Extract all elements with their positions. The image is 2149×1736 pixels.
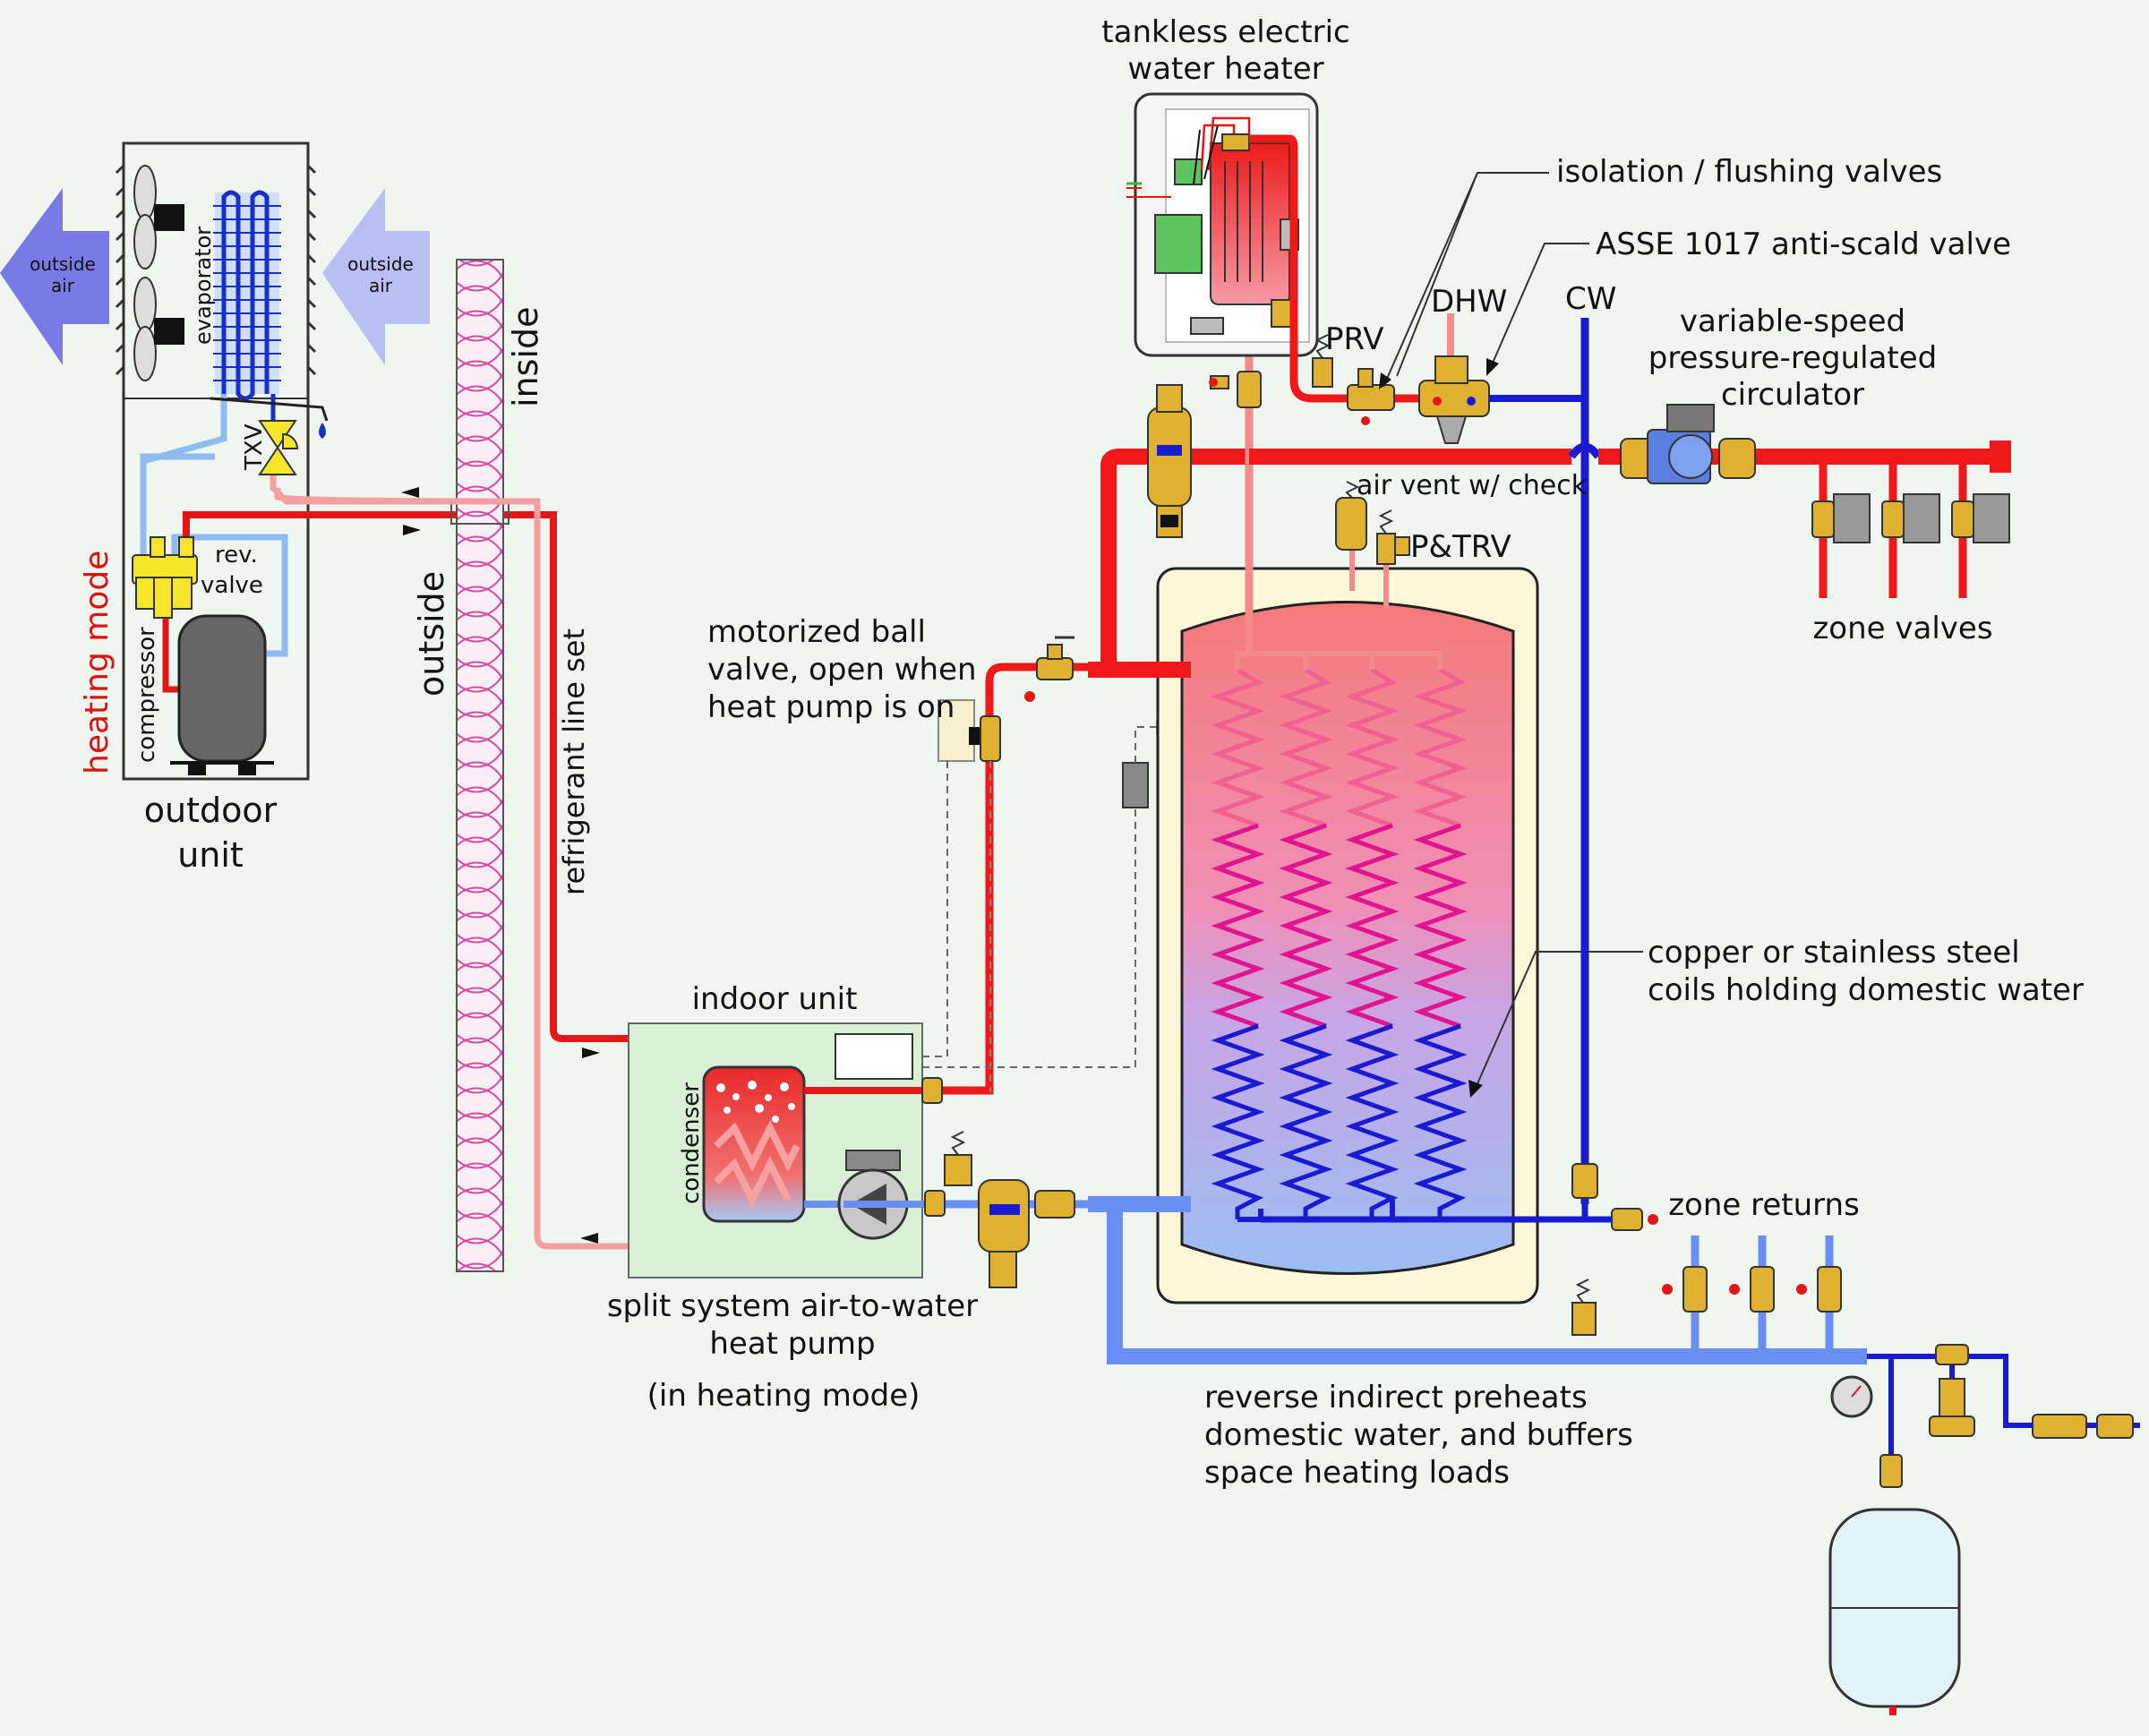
outdoor-unit-label-line1: outdoor [144, 791, 278, 830]
outside-air-in-label-line1: outside [347, 253, 414, 275]
circulator-label-line1: variable-speed [1680, 304, 1905, 339]
outside-label: outside [412, 571, 451, 697]
motorized-valve-label-line1: motorized ball [707, 614, 926, 650]
outside-air-in-label-line2: air [369, 275, 393, 296]
motorized-ball-valve-icon [938, 699, 1001, 1092]
ball-valve-icon [1024, 636, 1074, 702]
zone-valve-icon [1881, 493, 1940, 543]
ptrv-valve-icon [1376, 509, 1410, 565]
tankless-heater-label-line1: tankless electric [1101, 14, 1349, 50]
zone-return-valve-icon [1729, 1266, 1775, 1313]
refrigerant-line-set-label: refrigerant line set [557, 629, 591, 895]
check-valve-icon [1571, 1163, 1598, 1199]
tankless-electric-water-heater [1126, 92, 1361, 403]
circulator-pump-icon [1620, 404, 1756, 484]
condenser-label: condenser [678, 1082, 705, 1204]
motorized-valve-label-line2: valve, open when [707, 652, 977, 688]
insulated-wall [450, 259, 509, 1272]
rev-valve-label-line1: rev. [215, 542, 258, 569]
expansion-tank-icon [1828, 1454, 1961, 1715]
relief-valve-icon [924, 1131, 972, 1217]
reverse-indirect-tank [1156, 567, 1612, 1304]
fan-icon [133, 165, 184, 269]
prv-valve-icon [1312, 334, 1333, 388]
evaporator-coil [213, 190, 281, 401]
pressure-gauge-icon [1830, 1375, 1873, 1418]
zone-valve-icon [1811, 493, 1871, 543]
dhw-label: DHW [1431, 284, 1507, 320]
anti-scald-mixing-valve-icon [1418, 355, 1490, 444]
heating-mode-label: heating mode [79, 551, 116, 774]
outside-air-out-label-line1: outside [30, 253, 96, 275]
isolation-valve-icon [1209, 371, 1262, 408]
motorized-valve-label-line3: heat pump is on [707, 689, 955, 725]
flow-arrow-icon [401, 487, 600, 1244]
air-vent-icon [1335, 481, 1367, 551]
union-fitting-icon [921, 1077, 943, 1104]
zone-valves-label: zone valves [1812, 611, 1992, 646]
split-system-label-line1: split system air-to-water [607, 1288, 978, 1324]
heating-mode-paren-label: (in heating mode) [647, 1378, 920, 1414]
circulator-pump-icon [837, 1150, 909, 1240]
reverse-indirect-label-line1: reverse indirect preheats [1204, 1380, 1588, 1415]
zone-valves [1811, 457, 2010, 598]
outside-air-out-arrow: outside air [0, 188, 109, 365]
outside-air-out-label-line2: air [51, 275, 75, 296]
txv-valve-icon [210, 397, 329, 475]
compressor-icon [170, 614, 274, 775]
tankless-heater-label-line2: water heater [1127, 51, 1323, 87]
reverse-indirect-label-line3: space heating loads [1204, 1455, 1510, 1491]
inside-label: inside [506, 307, 545, 408]
control-board [1154, 214, 1203, 274]
txv-label: TXV [241, 423, 268, 471]
indoor-unit-label: indoor unit [692, 981, 858, 1017]
circulator-label-line3: circulator [1721, 377, 1864, 413]
prv-label: PRV [1325, 321, 1384, 357]
ptrv-label: P&TRV [1410, 529, 1511, 565]
coils-label-line2: coils holding domestic water [1648, 972, 2084, 1008]
zone-return-valve-icon [1796, 1266, 1842, 1313]
reverse-indirect-label-line2: domestic water, and buffers [1204, 1417, 1633, 1453]
control-box [835, 1033, 913, 1080]
backflow-preventer-icon [2032, 1414, 2134, 1439]
air-vent-label: air vent w/ check [1357, 470, 1588, 501]
zone-returns-label: zone returns [1668, 1187, 1860, 1223]
indoor-unit: condenser [628, 1022, 931, 1278]
circulator-label-line2: pressure-regulated [1648, 340, 1938, 376]
pressure-reducing-valve-icon [1929, 1344, 1975, 1437]
relief-valve-icon [1571, 1278, 1597, 1336]
outdoor-unit-label-line2: unit [177, 835, 244, 875]
rev-valve-label-line2: valve [201, 572, 263, 599]
zone-return-valve-icon [1662, 1266, 1708, 1313]
fan-icon [133, 277, 184, 381]
drain-valve-icon [1611, 1208, 1658, 1231]
zone-valve-icon [1951, 493, 2010, 543]
anti-scald-label: ASSE 1017 anti-scald valve [1596, 227, 2011, 262]
split-system-label-line2: heat pump [709, 1326, 875, 1362]
temperature-sensor [1122, 762, 1149, 808]
reversing-valve-icon [132, 536, 198, 619]
isolation-valves-label: isolation / flushing valves [1556, 154, 1942, 190]
air-separator-icon [1147, 384, 1192, 538]
outside-air-in-arrow: outside air [322, 188, 430, 365]
compressor-label: compressor [133, 627, 160, 763]
coils-label-line1: copper or stainless steel [1648, 935, 2020, 971]
isolation-flushing-valve-icon [1347, 368, 1395, 425]
evaporator-label: evaporator [191, 227, 216, 345]
condenser-icon [702, 1065, 806, 1223]
air-dirt-separator-icon [978, 1179, 1075, 1288]
cw-label: CW [1565, 281, 1616, 317]
